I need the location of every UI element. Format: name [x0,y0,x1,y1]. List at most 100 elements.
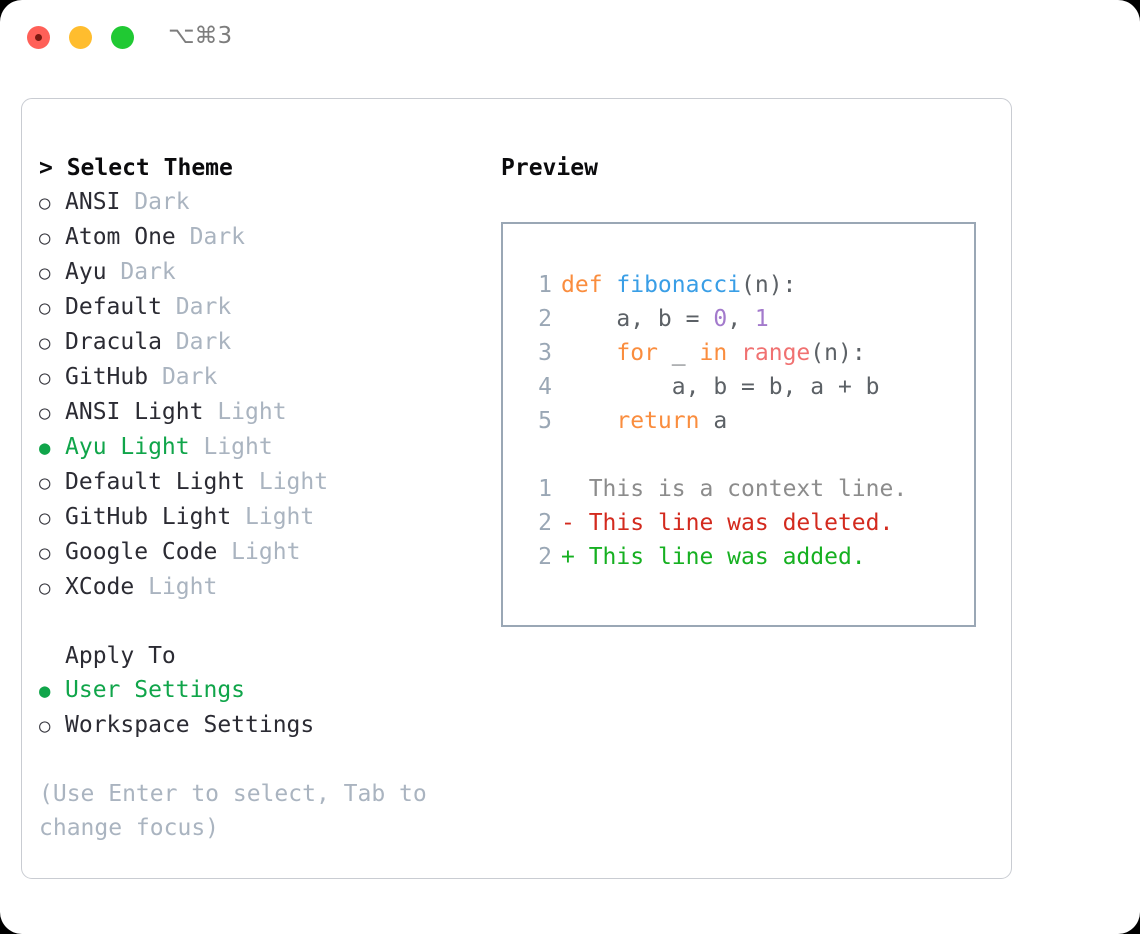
code-token: , [727,306,755,332]
radio-unselected-icon[interactable]: ○ [39,542,51,564]
radio-unselected-icon[interactable]: ○ [39,192,51,214]
line-number: 1 [538,272,552,298]
radio-unselected-icon[interactable]: ○ [39,507,51,529]
apply-to-list[interactable]: ● User Settings ○Workspace Settings [39,673,469,743]
radio-unselected-icon[interactable]: ○ [39,297,51,319]
code-token [561,336,616,370]
theme-name: GitHub Light [65,504,232,530]
line-number: 3 [538,340,552,366]
diff-marker: - [561,510,575,536]
line-number: 5 [538,408,552,434]
theme-option[interactable]: ○ XCode Light [39,570,469,605]
theme-name: Ayu Light [65,434,190,460]
theme-name: Ayu [65,259,107,285]
apply-to-label: User Settings [65,677,246,703]
theme-option[interactable]: ○ Ayu Dark [39,255,469,290]
theme-option[interactable]: ○Default Light Light [39,465,469,500]
diff-line: 2 + This line was added. [512,540,907,574]
code-line: 4 a, b = b, a + b [512,370,907,404]
theme-name: Google Code [65,539,218,565]
diff-line: 2- This line was deleted. [512,506,907,540]
theme-variant: Light [231,504,315,530]
code-token: (n): [810,340,866,366]
content-panel: > Select Theme ○ANSI Dark○Atom One Dark○… [21,98,1012,879]
apply-to-option[interactable]: ● User Settings [39,673,469,708]
code-token: a, b = b, a + b [561,374,880,400]
theme-option[interactable]: ○ANSI Dark [39,185,469,220]
theme-variant: Dark [175,224,246,250]
apply-to-heading: Apply To [65,643,176,669]
code-line: 3 for _ in range(n): [512,336,907,370]
code-token: _ [657,340,700,366]
code-token: range [741,340,811,366]
code-token: return [616,408,700,434]
theme-option[interactable]: ●Ayu Light Light [39,430,469,465]
code-token: 0 [713,306,728,332]
theme-name: Atom One [65,224,176,250]
theme-variant: Light [217,539,301,565]
preview-heading: Preview [501,155,598,181]
radio-selected-icon[interactable]: ● [39,680,51,702]
close-button[interactable] [27,26,50,49]
theme-variant: Dark [106,259,176,285]
radio-unselected-icon[interactable]: ○ [39,402,51,424]
theme-option[interactable]: ○ Google Code Light [39,535,469,570]
minimize-button[interactable] [69,26,92,49]
select-theme-heading: > Select Theme [39,155,233,181]
theme-variant: Dark [161,329,232,355]
theme-name: Default Light [65,469,246,495]
theme-option[interactable]: ○ GitHub Light Light [39,500,469,535]
theme-variant: Dark [161,294,232,320]
diff-text: This is a context line. [574,476,908,502]
code-token [727,336,741,370]
theme-option[interactable]: ○ GitHub Dark [39,360,469,395]
code-token [561,404,616,438]
line-number: 2 [538,306,552,332]
theme-option[interactable]: ○ANSI Light Light [39,395,469,430]
radio-unselected-icon[interactable]: ○ [39,227,51,249]
maximize-button[interactable] [111,26,134,49]
radio-selected-icon[interactable]: ● [39,437,51,459]
radio-unselected-icon[interactable]: ○ [39,332,51,354]
code-token: in [699,340,728,366]
code-token: (n): [741,272,797,298]
diff-marker: + [561,544,575,570]
radio-unselected-icon[interactable]: ○ [39,577,51,599]
code-token: for [616,340,658,366]
line-number: 2 [538,510,552,536]
code-token: a [699,408,728,434]
theme-variant: Dark [148,364,218,390]
radio-unselected-icon[interactable]: ○ [39,367,51,389]
theme-option[interactable]: ○ Default Dark [39,290,469,325]
diff-marker [561,472,575,506]
line-number: 2 [538,544,552,570]
theme-name: GitHub [65,364,149,390]
code-token: a, b = [561,306,714,332]
theme-option[interactable]: ○ Atom One Dark [39,220,469,255]
theme-option[interactable]: ○Dracula Dark [39,325,469,360]
code-line: 5 return a [512,404,907,438]
radio-unselected-icon[interactable]: ○ [39,715,51,737]
window-controls [27,26,134,49]
apply-to-option[interactable]: ○Workspace Settings [39,708,469,743]
theme-name: ANSI Light [65,399,204,425]
theme-variant: Light [134,574,218,600]
theme-name: Default [65,294,162,320]
radio-unselected-icon[interactable]: ○ [39,472,51,494]
diff-text: This line was added. [574,544,866,570]
line-number: 1 [538,476,552,502]
preview-spacer [512,438,907,472]
diff-line: 1 This is a context line. [512,472,907,506]
theme-list[interactable]: ○ANSI Dark○Atom One Dark○Ayu Dark○Defaul… [39,185,469,605]
radio-unselected-icon[interactable]: ○ [39,262,51,284]
line-number: 4 [538,374,552,400]
code-token: 1 [754,306,769,332]
diff-text: This line was deleted. [574,510,894,536]
theme-selector-column: > Select Theme ○ANSI Dark○Atom One Dark○… [39,151,469,845]
theme-name: XCode [65,574,135,600]
code-token: fibonacci [616,272,742,298]
